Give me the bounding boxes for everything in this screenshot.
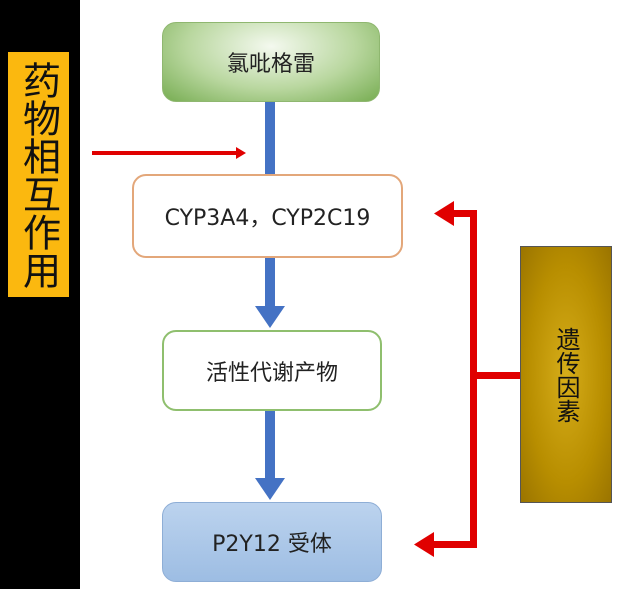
- ddi-arrowhead: [236, 147, 246, 159]
- flow-arrowhead-3: [255, 478, 285, 500]
- flow-line-1: [265, 102, 275, 174]
- enzymes-box: CYP3A4，CYP2C19: [132, 174, 403, 258]
- drug-label: 氯吡格雷: [226, 52, 315, 77]
- metabolite-label: 活性代谢产物: [205, 360, 338, 386]
- enzymes-label: CYP3A4，CYP2C19: [164, 206, 371, 231]
- metabolite-box: 活性代谢产物: [162, 330, 382, 411]
- ddi-arrow-line: [92, 151, 237, 155]
- receptor-label: P2Y12 受体: [212, 532, 332, 557]
- drug-box: 氯吡格雷: [162, 22, 380, 102]
- receptor-box: P2Y12 受体: [162, 502, 382, 582]
- flow-line-3: [265, 411, 275, 481]
- genetic-to-receptor-arrowhead: [414, 532, 434, 557]
- drug-interaction-label: 药物相互作用: [8, 52, 69, 297]
- genetic-factors-box: 遗传因素: [520, 246, 612, 503]
- genetic-to-enzyme-arrowhead: [434, 201, 454, 226]
- flow-line-2: [265, 258, 275, 310]
- genetic-branch-line: [470, 372, 520, 379]
- flow-arrowhead-2: [255, 306, 285, 328]
- genetic-to-receptor-line: [432, 541, 477, 548]
- genetic-to-enzyme-line: [452, 210, 477, 217]
